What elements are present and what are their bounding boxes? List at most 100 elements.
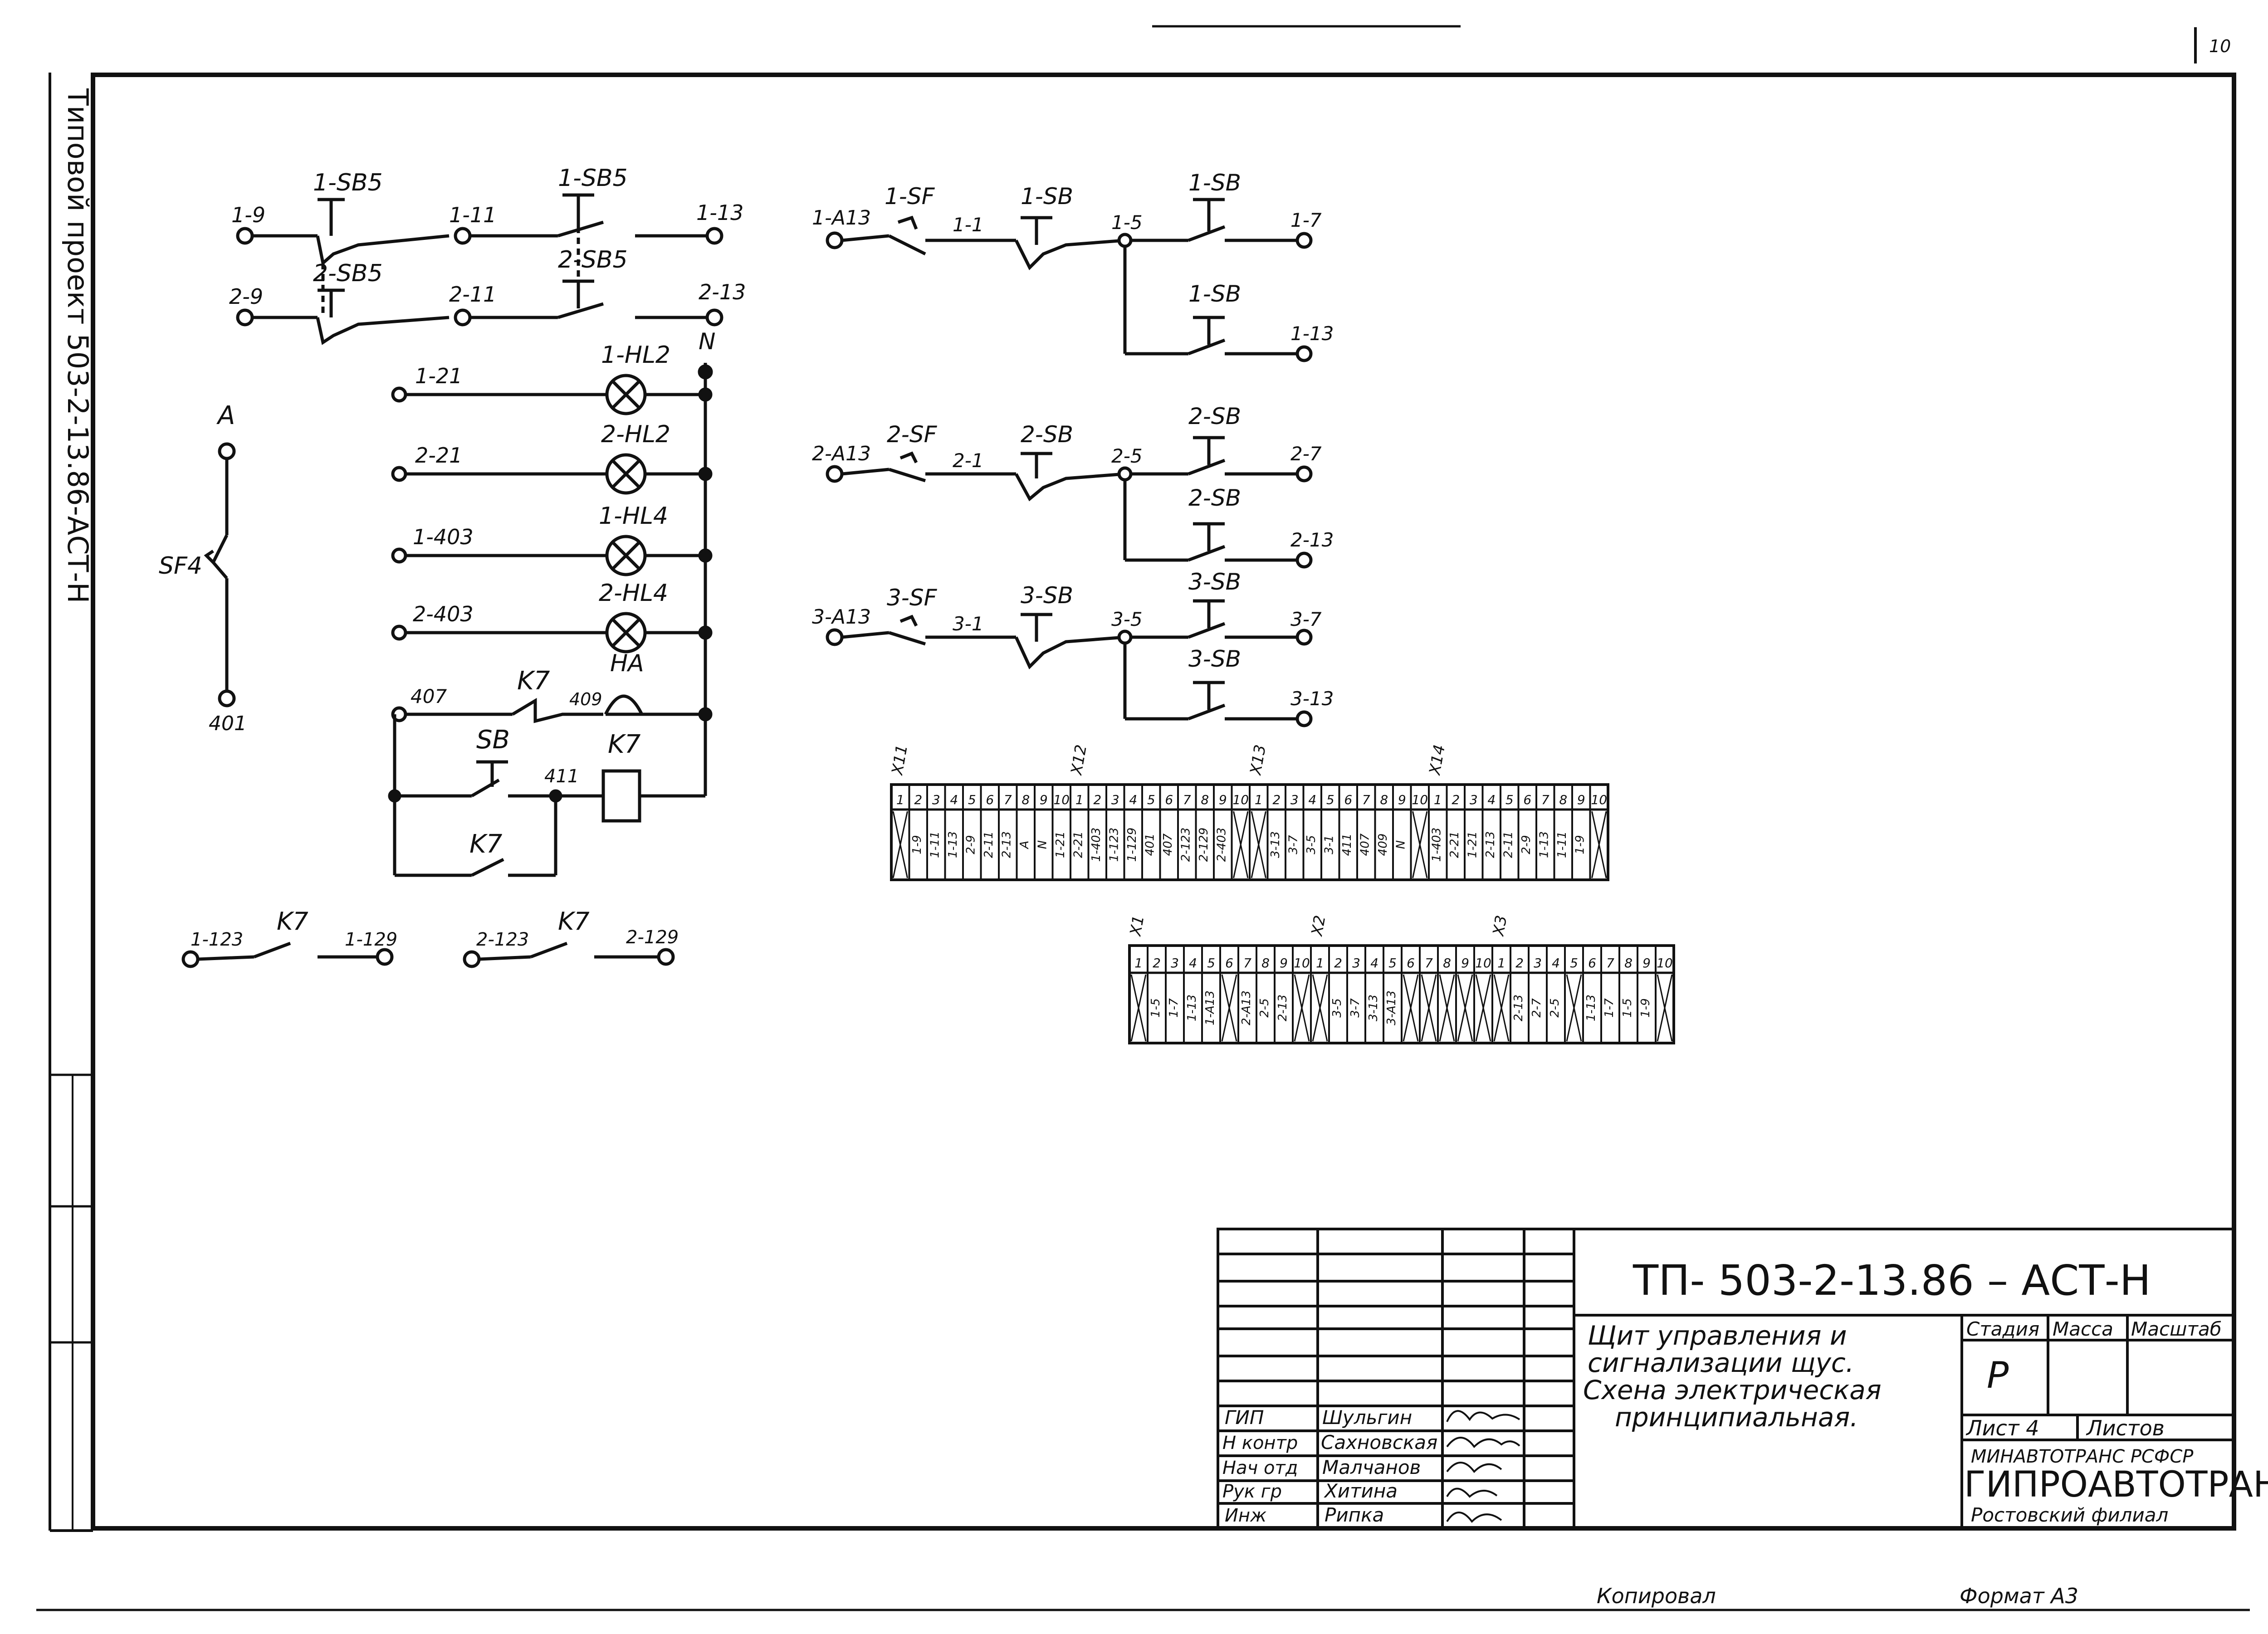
org-institute: ГИПРОАВТОТРАНС [1964,1464,2268,1505]
terminal-wire-label: 1-13 [1584,995,1598,1021]
terminal-wire-label: 2-11 [982,831,996,858]
wire-label: 1-9 [231,203,265,227]
sf4-label: SF4 [159,552,202,580]
terminal-number: 1 [1255,792,1263,807]
terminal-wire-label: 2-123 [1179,828,1193,862]
switch-label: 1-SB5 [313,169,383,196]
wire-label: 3-1 [953,613,984,635]
terminal-number: 4 [1189,956,1197,971]
terminal-wire-label: 1-21 [1466,831,1480,858]
terminal-number: 10 [1591,792,1607,807]
terminal-blank-mark [1233,811,1249,878]
terminal-number: 7 [1183,792,1191,807]
wire-label: 3-A13 [812,605,871,629]
sf4-top-label: A [216,401,235,430]
scale-header: Масштаб [2131,1318,2222,1340]
terminal-number: 8 [1201,792,1209,807]
wire-label: 1-13 [696,200,743,225]
terminal-number: 8 [1261,956,1270,971]
stage-header: Стадия [1966,1318,2039,1340]
terminal-wire-label: 1-129 [1125,828,1139,862]
terminal-number: 6 [1588,956,1596,971]
terminal-wire-label: 3-13 [1367,995,1380,1021]
terminal-number: 2 [1272,792,1281,807]
wire-label: 2-21 [415,443,462,468]
terminal-blank-mark [1439,974,1455,1042]
wire-label: 411 [544,766,579,787]
contact-label: K7 [277,907,308,936]
wire-label: 1-A13 [812,206,871,229]
button-label: 3-SB [1021,582,1073,609]
terminal-wire-label: 2-11 [1502,831,1515,858]
terminal-number: 7 [1606,956,1614,971]
terminal-number: 7 [1362,792,1370,807]
terminal-number: 10 [1475,956,1491,971]
breaker-label: 2-SF [887,421,938,448]
terminal-number: 10 [1053,792,1070,807]
terminal-wire-label: N [1036,840,1050,849]
terminal-wire-label: 1-403 [1430,828,1444,862]
terminal-number: 2 [1452,792,1460,807]
signature [1446,1410,1520,1422]
terminal-wire-label: 1-21 [1054,831,1067,858]
terminal-blank-mark [892,811,908,878]
wire-label: 3-7 [1290,608,1322,630]
terminal-blank-mark [1312,974,1328,1042]
terminal-wire-label: 2-7 [1530,998,1544,1018]
terminal-blank-mark [1294,974,1310,1042]
terminal-group-label: X14 [1426,743,1449,777]
terminal-blank-mark [1566,974,1582,1042]
terminal-blank-mark [1412,811,1428,878]
copied-label: Копировал [1597,1584,1716,1608]
terminal-wire-label: N [1394,840,1408,849]
wire-label: 1-1 [953,214,984,236]
signer-name: Малчанов [1322,1456,1421,1478]
switch-label: 1-SB5 [558,165,628,192]
page-number: 10 [2209,36,2231,56]
terminal-wire-label: 1-A13 [1203,990,1217,1025]
lamp-label: 2-HL2 [601,421,670,448]
left-stamp-text: Типовой проект 503-2-13.86-АСТ-Н [61,88,94,603]
terminal-wire-label: 401 [1144,834,1157,856]
terminal-number: 4 [1487,792,1496,807]
terminal-wire-label: 1-9 [1639,998,1652,1017]
sf4-breaker: A SF4 401 [159,401,247,735]
terminal-number: 4 [1129,792,1137,807]
button-label: 3-SB [1188,646,1241,672]
wire-label: 2-13 [699,280,746,304]
wire-label: 1-21 [415,364,462,388]
terminal-wire-label: 2-9 [1520,835,1533,854]
terminal-number: 8 [1559,792,1567,807]
wire-label: 409 [569,689,602,709]
org-branch: Ростовский филиал [1971,1504,2168,1526]
wire-label: 2-11 [449,282,496,307]
terminal-blank-mark [1475,974,1491,1042]
terminal-number: 3 [1534,956,1542,971]
terminal-number: 9 [1280,956,1288,971]
terminal-number: 2 [914,792,922,807]
terminal-number: 8 [1624,956,1633,971]
button-label: 1-SB [1188,170,1241,196]
wire-label: 1-129 [345,929,397,950]
terminal-group-label: X1 [1126,914,1148,938]
terminal-blank-mark [1221,974,1237,1042]
signer-role: Нач отд [1222,1458,1298,1478]
terminal-number: 9 [1398,792,1406,807]
wire-label: 2-403 [413,602,474,626]
terminal-number: 8 [1022,792,1030,807]
terminal-number: 1 [896,792,904,807]
wire-label: 2-7 [1290,443,1322,465]
terminal-wire-label: 1-7 [1603,998,1616,1018]
terminal-number: 3 [932,792,940,807]
sb5-circuit: 1-9 1-SB5 1-11 1-SB5 1-13 2-9 2-SB5 2-11… [229,165,746,345]
terminal-number: 3 [1111,792,1119,807]
terminal-number: 6 [986,792,994,807]
terminal-number: 3 [1352,956,1360,971]
button-label: SB [476,725,510,755]
terminal-wire-label: 2-13 [1000,831,1014,858]
terminal-blank-mark [1591,811,1607,878]
button-label: 3-SB [1188,569,1241,595]
terminal-wire-label: 2-5 [1548,998,1562,1017]
terminal-number: 3 [1470,792,1478,807]
signature [1446,1437,1520,1449]
